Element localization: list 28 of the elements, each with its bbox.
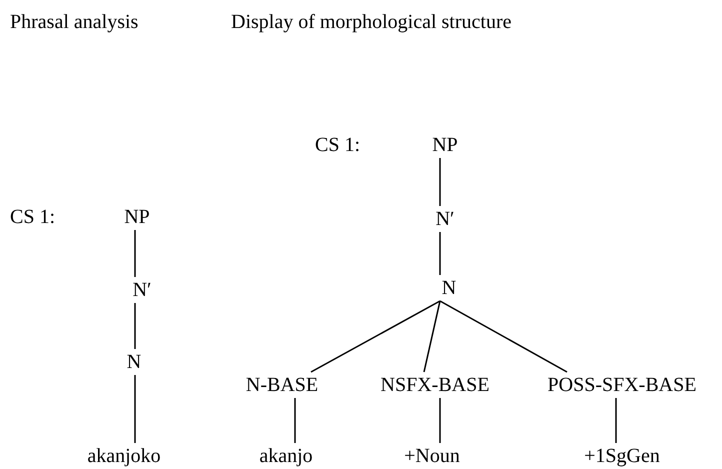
tree-node-label: akanjo	[259, 445, 313, 467]
column-heading: Display of morphological structure	[231, 11, 512, 33]
tree-node-label: NP	[124, 206, 150, 228]
tree-branch	[439, 398, 441, 443]
tree-node-label: +1SgGen	[584, 445, 660, 467]
tree-branch	[134, 230, 136, 277]
tree-branch	[440, 300, 568, 373]
tree-branch	[134, 375, 136, 443]
tree-branch	[423, 300, 441, 372]
tree-branch	[439, 232, 441, 275]
tree-branch	[615, 398, 617, 443]
tree-node-label: N-BASE	[246, 374, 318, 396]
column-heading: Phrasal analysis	[10, 11, 138, 33]
tree-node-label: akanjoko	[87, 445, 161, 467]
tree-branch	[134, 303, 136, 349]
tree-node-label: N	[126, 351, 142, 373]
tree-node-label: NSFX-BASE	[380, 374, 490, 396]
tree-branch	[310, 300, 440, 373]
constituent-label: CS 1:	[315, 134, 360, 156]
tree-node-label: N′	[132, 279, 152, 301]
tree-node-label: POSS-SFX-BASE	[548, 374, 696, 396]
tree-node-label: +Noun	[404, 445, 460, 467]
tree-branch	[439, 158, 441, 206]
tree-branch	[294, 398, 296, 443]
tree-node-label: N′	[436, 208, 454, 230]
tree-node-label: NP	[432, 134, 458, 156]
constituent-label: CS 1:	[10, 206, 56, 228]
tree-node-label: N	[442, 277, 456, 299]
